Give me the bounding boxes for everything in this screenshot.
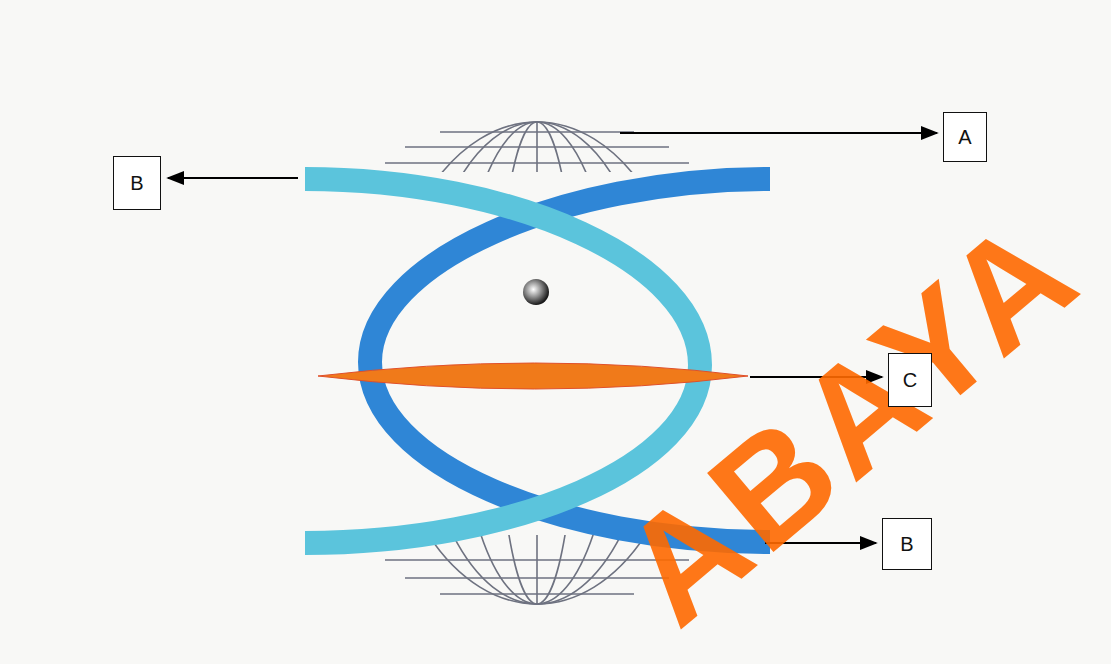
- label-letter: C: [903, 370, 917, 390]
- dot: [523, 279, 549, 305]
- label-letter: B: [130, 173, 143, 193]
- globe-wireframe: [382, 122, 692, 172]
- leader-line: [620, 132, 937, 134]
- label-letter: B: [900, 534, 913, 554]
- leader-line: [168, 177, 298, 179]
- light-ribbon: [305, 179, 700, 543]
- label-box: B: [113, 156, 161, 210]
- label-box: B: [882, 518, 932, 570]
- label-letter: A: [958, 127, 971, 147]
- label-box: A: [943, 112, 987, 162]
- lens-shape: [318, 363, 748, 389]
- label-box: C: [888, 353, 932, 407]
